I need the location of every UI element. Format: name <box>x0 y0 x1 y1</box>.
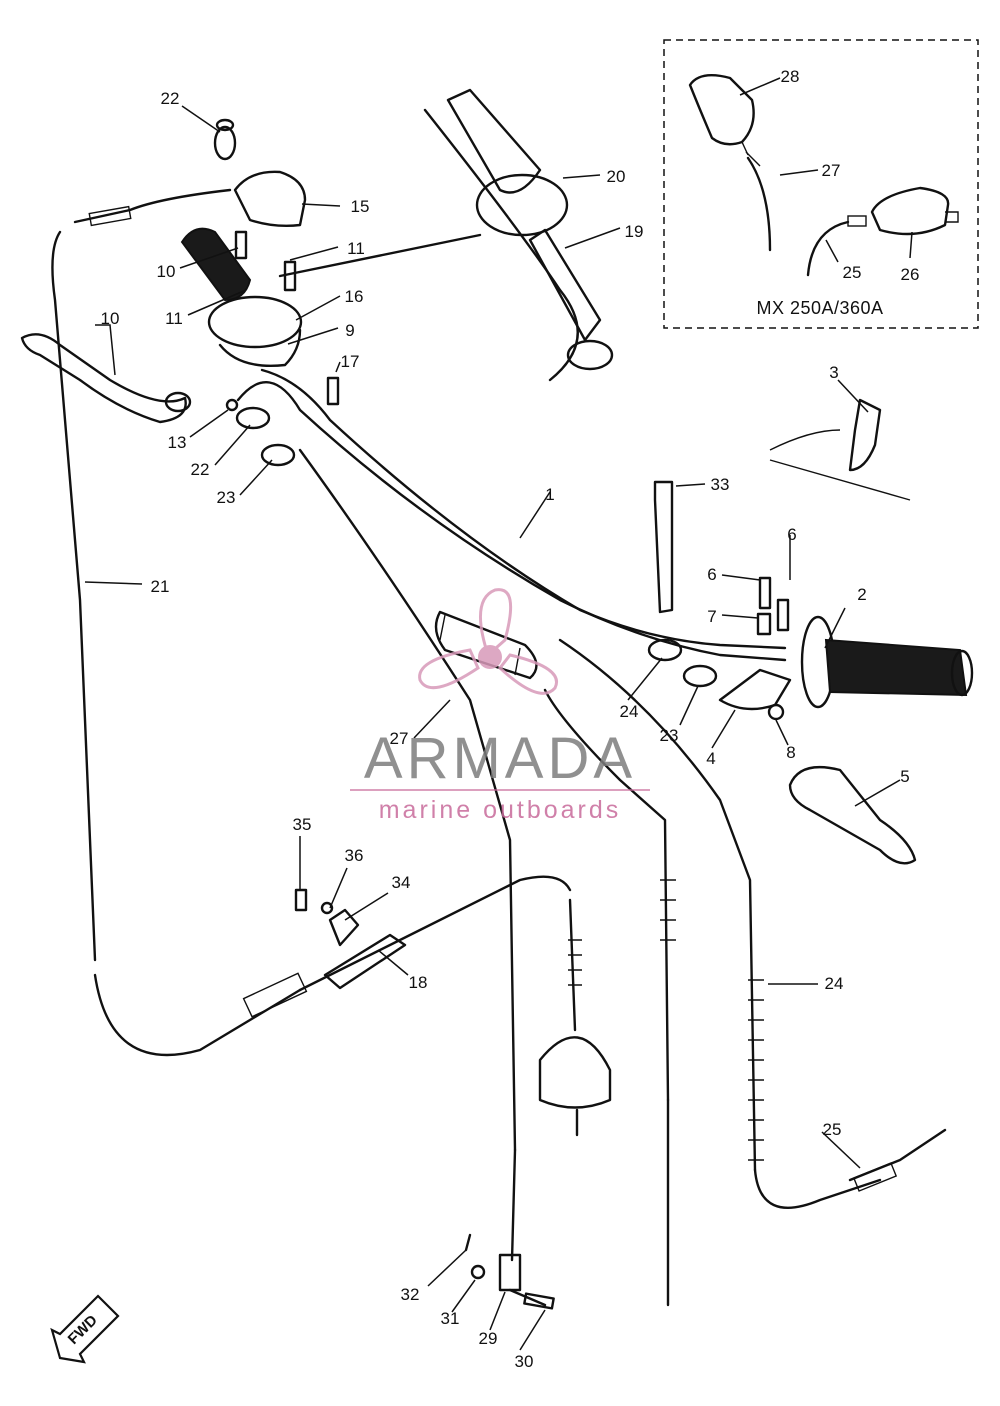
callout-15: 16 <box>345 287 364 306</box>
callout-26: 26 <box>901 265 920 284</box>
watermark-tagline: marine outboards <box>379 796 622 824</box>
callout-22-left: 22 <box>191 460 210 479</box>
leader-lines <box>84 77 913 1351</box>
callout-16: 17 <box>341 352 360 371</box>
callout-11-right: 11 <box>347 239 365 258</box>
callout-18: 20 <box>607 167 626 186</box>
watermark-brand: ARMADA <box>364 726 636 791</box>
callout-13: 13 <box>168 433 187 452</box>
watermark: ARMADA marine outboards <box>350 588 650 824</box>
callout-28: 28 <box>781 67 800 86</box>
callout-32: 32 <box>401 1285 420 1304</box>
callout-23-left: 23 <box>217 488 236 507</box>
callout-12: 11 <box>165 309 183 328</box>
inset-model-label: MX 250A/360A <box>756 298 883 318</box>
callout-27-inset: 27 <box>822 161 841 180</box>
callout-2: 2 <box>857 585 866 604</box>
callout-25: 25 <box>823 1120 842 1139</box>
callout-9: 9 <box>345 321 354 340</box>
callout-11-left: 10 <box>157 262 176 281</box>
callout-20: 18 <box>409 973 428 992</box>
callout-22-right: 23 <box>660 726 679 745</box>
callout-10: 10 <box>101 309 120 328</box>
callout-6-right: 6 <box>787 525 796 544</box>
callout-4: 4 <box>706 749 715 768</box>
callout-7: 7 <box>707 607 716 626</box>
callout-19: 21 <box>151 577 170 596</box>
callout-1: 1 <box>545 485 554 504</box>
fwd-arrow-icon: FWD <box>50 1294 120 1364</box>
callout-17: 19 <box>625 222 644 241</box>
spare-grip <box>278 88 614 382</box>
handlebar <box>236 368 787 680</box>
inset-panel <box>663 39 979 329</box>
control-cables <box>51 230 947 1310</box>
callout-21: 22 <box>161 89 180 108</box>
propeller-logo-icon <box>418 588 558 695</box>
callout-29: 29 <box>479 1329 498 1348</box>
right-clutch-assembly <box>647 398 974 865</box>
callout-8: 8 <box>786 743 795 762</box>
callout-33: 33 <box>711 475 730 494</box>
callout-3: 3 <box>829 363 838 382</box>
callout-6-left: 6 <box>707 565 716 584</box>
left-throttle-assembly <box>20 118 340 467</box>
callout-27-main: 27 <box>390 729 409 748</box>
callout-23-right: 24 <box>620 702 639 721</box>
callout-5: 5 <box>900 767 909 786</box>
callout-35: 35 <box>293 815 312 834</box>
callout-24-main: 24 <box>825 974 844 993</box>
callout-14: 15 <box>351 197 370 216</box>
callout-24-inset: 25 <box>843 263 862 282</box>
callout-numbers: 22 15 10 11 11 16 9 17 10 13 22 23 21 20… <box>101 67 920 1371</box>
callout-31: 31 <box>441 1309 460 1328</box>
callout-36: 36 <box>345 846 364 865</box>
callout-30: 30 <box>515 1352 534 1371</box>
callout-34: 34 <box>392 873 411 892</box>
